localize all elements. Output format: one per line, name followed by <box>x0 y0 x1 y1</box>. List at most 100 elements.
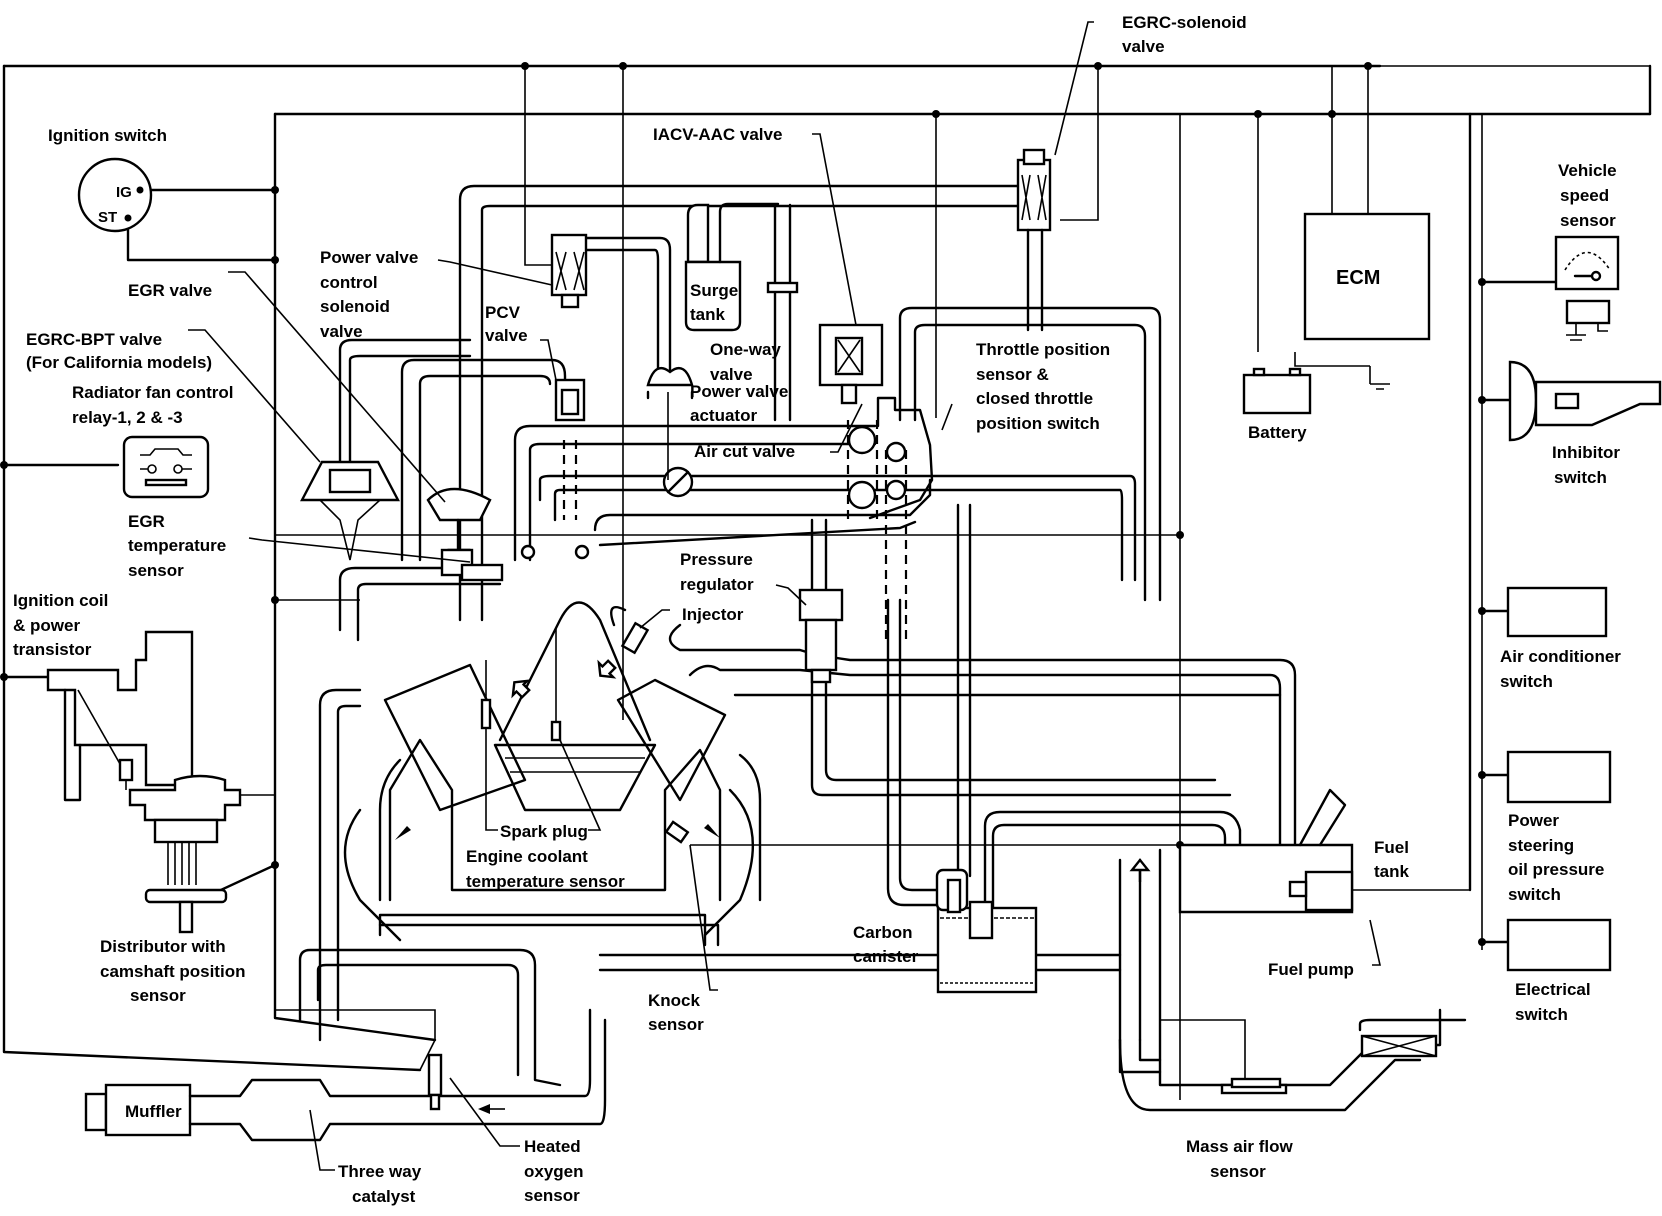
svg-text:tank: tank <box>690 305 726 324</box>
egrc-bpt-valve-symbol[interactable] <box>300 460 400 561</box>
ignition-coil-symbol[interactable] <box>46 630 194 802</box>
surge-tank-label: Surge tank <box>690 281 738 324</box>
svg-text:closed throttle: closed throttle <box>976 389 1093 408</box>
svg-text:sensor &: sensor & <box>976 365 1049 384</box>
power-valve-actuator-label: Power valve actuator <box>690 382 788 425</box>
fuel-tank-label: Fuel tank <box>1374 838 1410 881</box>
pcv-valve-label: PCV valve <box>485 303 528 345</box>
svg-text:Three way: Three way <box>338 1162 422 1181</box>
svg-text:Power: Power <box>1508 811 1559 830</box>
svg-text:Inhibitor: Inhibitor <box>1552 443 1620 462</box>
ig-terminal-label: IG <box>116 184 132 201</box>
carbon-canister-symbol[interactable] <box>935 868 1038 994</box>
airflow-arrow-icon <box>1129 858 1151 882</box>
svg-text:solenoid: solenoid <box>320 297 390 316</box>
svg-text:oil pressure: oil pressure <box>1508 860 1604 879</box>
svg-text:position switch: position switch <box>976 414 1100 433</box>
egr-temperature-sensor-label: EGR temperature sensor <box>128 512 226 580</box>
svg-text:Fuel: Fuel <box>1374 838 1409 857</box>
leader-lines <box>188 21 1381 1171</box>
svg-text:EGRC-solenoid: EGRC-solenoid <box>1122 13 1247 32</box>
air-cut-valve-label: Air cut valve <box>694 442 795 461</box>
svg-text:One-way: One-way <box>710 340 781 359</box>
air-conditioner-switch-label: Air conditioner switch <box>1500 647 1621 691</box>
svg-text:Surge: Surge <box>690 281 738 300</box>
svg-text:Electrical: Electrical <box>1515 980 1591 999</box>
svg-text:transistor: transistor <box>13 640 92 659</box>
svg-text:valve: valve <box>710 365 753 384</box>
inhibitor-switch-label: Inhibitor switch <box>1552 443 1620 487</box>
svg-text:EGRC-BPT valve: EGRC-BPT valve <box>26 330 162 349</box>
egrc-solenoid-valve-label: EGRC-solenoid valve <box>1122 13 1247 56</box>
svg-text:sensor: sensor <box>648 1015 704 1034</box>
power-valve-solenoid-symbol[interactable] <box>550 233 588 309</box>
radiator-fan-relay-label: Radiator fan control relay-1, 2 & -3 <box>72 383 234 427</box>
pcv-valve-symbol[interactable] <box>554 378 586 422</box>
iacv-aac-valve-symbol[interactable] <box>818 323 884 405</box>
electrical-switch-box[interactable] <box>1506 918 1612 972</box>
svg-text:Power valve: Power valve <box>320 248 418 267</box>
wiring <box>2 64 1652 1100</box>
svg-text:temperature: temperature <box>128 536 226 555</box>
svg-text:sensor: sensor <box>130 986 186 1005</box>
svg-text:Knock: Knock <box>648 991 701 1010</box>
battery-symbol <box>1242 367 1390 415</box>
muffler-label: Muffler <box>125 1102 182 1121</box>
svg-text:Heated: Heated <box>524 1137 581 1156</box>
power-valve-control-solenoid-valve-label: Power valve control solenoid valve <box>320 248 418 341</box>
svg-text:sensor: sensor <box>1560 211 1616 230</box>
power-steering-switch-label: Power steering oil pressure switch <box>1508 811 1604 904</box>
distributor-symbol[interactable] <box>128 774 242 934</box>
svg-text:temperature sensor: temperature sensor <box>466 872 625 891</box>
inhibitor-switch-symbol[interactable] <box>1508 360 1662 442</box>
fuel-pump-label: Fuel pump <box>1268 960 1354 979</box>
svg-text:Carbon: Carbon <box>853 923 913 942</box>
svg-text:relay-1, 2 & -3: relay-1, 2 & -3 <box>72 408 183 427</box>
air-conditioner-switch-box[interactable] <box>1506 586 1608 638</box>
ecm-label: ECM <box>1336 267 1380 289</box>
svg-text:EGR: EGR <box>128 512 165 531</box>
throttle-body <box>562 396 934 640</box>
svg-text:sensor: sensor <box>524 1186 580 1205</box>
three-way-catalyst-label: Three way catalyst <box>338 1162 422 1206</box>
pressure-regulator-symbol[interactable] <box>798 588 844 684</box>
injector-symbol[interactable] <box>610 605 650 655</box>
ignition-coil-label: Ignition coil & power transistor <box>13 591 108 659</box>
radiator-fan-relay[interactable] <box>122 435 210 499</box>
ignition-switch-label: Ignition switch <box>48 126 167 145</box>
svg-text:switch: switch <box>1508 885 1561 904</box>
vehicle-speed-sensor-symbol[interactable] <box>1554 235 1620 341</box>
labels: EGRC-solenoid valve Ignition switch IACV… <box>13 13 1621 1206</box>
egr-valve-label: EGR valve <box>128 281 212 300</box>
mass-air-flow-sensor-label: Mass air flow sensor <box>1186 1137 1294 1181</box>
ecm-box[interactable]: ECM <box>1303 212 1431 341</box>
svg-text:sensor: sensor <box>1210 1162 1266 1181</box>
svg-text:control: control <box>320 273 378 292</box>
egr-valve-symbol[interactable] <box>426 487 590 582</box>
st-terminal-label: ST <box>98 209 117 226</box>
throttle-position-sensor-label: Throttle position sensor & closed thrott… <box>976 340 1110 433</box>
power-steering-switch-box[interactable] <box>1506 750 1612 804</box>
svg-text:Vehicle: Vehicle <box>1558 161 1617 180</box>
svg-text:(For California models): (For California models) <box>26 353 212 372</box>
svg-text:catalyst: catalyst <box>352 1187 416 1206</box>
junction-dots <box>0 62 1486 946</box>
egrc-bpt-valve-label: EGRC-BPT valve (For California models) <box>26 330 212 372</box>
pressure-regulator-label: Pressure regulator <box>680 550 754 594</box>
engine-coolant-temperature-sensor-label: Engine coolant temperature sensor <box>466 847 625 891</box>
svg-text:sensor: sensor <box>128 561 184 580</box>
distributor-label: Distributor with camshaft position senso… <box>100 937 245 1005</box>
power-valve-actuator-symbol[interactable] <box>646 367 694 480</box>
svg-text:Mass air flow: Mass air flow <box>1186 1137 1294 1156</box>
egrc-solenoid-valve-symbol[interactable] <box>1016 148 1052 332</box>
svg-text:& power: & power <box>13 616 80 635</box>
one-way-valve-label: One-way valve <box>710 340 781 384</box>
ignition-switch[interactable]: IG ST <box>77 157 153 233</box>
svg-text:speed: speed <box>1560 186 1609 205</box>
fuel-tank-symbol[interactable] <box>1178 788 1354 914</box>
heated-oxygen-sensor-label: Heated oxygen sensor <box>524 1137 584 1205</box>
battery-label: Battery <box>1248 423 1307 442</box>
spark-plug-label: Spark plug <box>500 822 588 841</box>
svg-text:camshaft position: camshaft position <box>100 962 245 981</box>
exhaust-system <box>84 1008 607 1142</box>
